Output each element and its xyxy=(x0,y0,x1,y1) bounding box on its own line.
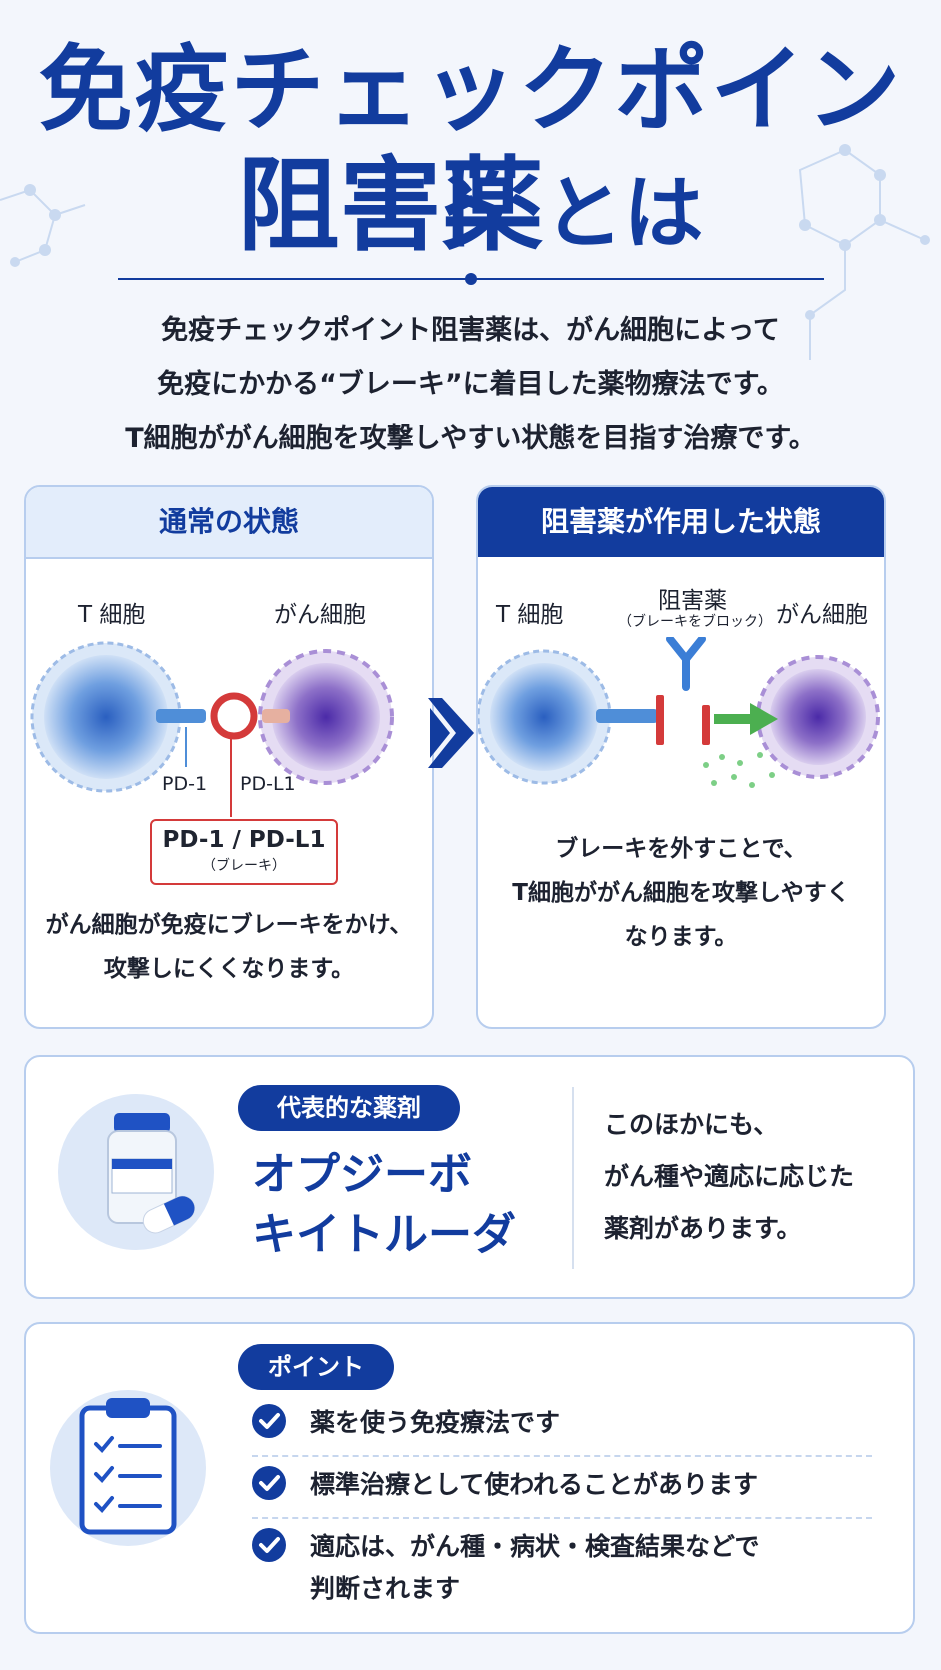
brake-connection xyxy=(210,692,258,740)
intro-line: 免疫チェックポイント阻害薬は、がん細胞によって xyxy=(161,315,780,346)
other-drugs-note: このほかにも、 がん種や適応に応じた 薬剤があります。 xyxy=(604,1099,854,1255)
note-line: このほかにも、 xyxy=(604,1110,779,1139)
page-title-main: 阻害薬 xyxy=(237,146,544,266)
page-title-line1: 免疫チェックポイント xyxy=(38,35,903,265)
note-line: がん種や適応に応じた xyxy=(604,1162,855,1191)
card-divider xyxy=(572,1087,574,1269)
molecule-decoration xyxy=(0,144,930,360)
clipboard-icon xyxy=(50,1390,206,1546)
pd1-receptor xyxy=(156,709,206,723)
blocked-pdl1 xyxy=(702,705,710,745)
drug-name-opdivo: オプジーボ xyxy=(252,1149,472,1200)
inhibitor-label: 阻害薬 xyxy=(658,588,727,614)
antibody-icon xyxy=(666,637,706,691)
cancer-cell-icon xyxy=(258,649,394,785)
point-item: 適応は、がん種・病状・検査結果などで判断されます xyxy=(252,1526,872,1616)
page-title-line2: 阻害薬とは xyxy=(0,146,941,273)
attack-arrow-icon xyxy=(750,703,778,735)
check-circle-icon xyxy=(252,1404,286,1438)
inhibitor-sublabel: （ブレーキをブロック） xyxy=(618,614,772,630)
check-circle-icon xyxy=(252,1466,286,1500)
pdl1-label: PD-L1 xyxy=(240,773,296,795)
pd1-label: PD-1 xyxy=(162,773,208,795)
cancer-cell-label: がん細胞 xyxy=(776,602,868,628)
t-cell-label: T 細胞 xyxy=(78,602,146,628)
cancer-cell-label: がん細胞 xyxy=(274,602,366,628)
transition-arrow-icon xyxy=(428,698,474,768)
pdl1-ligand xyxy=(262,709,290,723)
drug-name-keytruda: キイトルーダ xyxy=(252,1209,516,1260)
description-line: なります。 xyxy=(624,924,738,950)
description-line: ブレーキを外すことで、 xyxy=(555,836,807,862)
blocked-pd1 xyxy=(656,695,664,745)
intro-line: T細胞ががん細胞を攻撃しやすい状態を目指す治療です。 xyxy=(125,423,816,454)
point-item: 薬を使う免疫療法です xyxy=(252,1402,872,1444)
page-title-suffix: とは xyxy=(543,166,704,260)
point-item: 標準治療として使われることがあります xyxy=(252,1464,872,1506)
normal-state-description: がん細胞が免疫にブレーキをかけ、 攻撃しにくくなります。 xyxy=(26,903,432,991)
normal-state-header: 通常の状態 xyxy=(26,487,432,559)
brake-subtitle: （ブレーキ） xyxy=(202,858,286,874)
point-separator xyxy=(252,1517,872,1519)
description-line: T細胞ががん細胞を攻撃しやすく xyxy=(512,880,850,906)
inhibited-state-description: ブレーキを外すことで、 T細胞ががん細胞を攻撃しやすく なります。 xyxy=(478,827,884,959)
description-line: 攻撃しにくくなります。 xyxy=(103,956,355,982)
brake-title: PD-1 / PD-L1 xyxy=(162,827,326,853)
description-line: がん細胞が免疫にブレーキをかけ、 xyxy=(45,912,413,938)
cancer-cell-icon xyxy=(756,655,880,779)
normal-state-illustration xyxy=(30,641,394,817)
point-text: 適応は、がん種・病状・検査結果などで判断されます xyxy=(310,1526,760,1610)
point-separator xyxy=(252,1455,872,1457)
medicine-bottle-icon xyxy=(58,1094,214,1250)
intro-text: 免疫チェックポイント阻害薬は、がん細胞によって 免疫にかかる“ブレーキ”に着目し… xyxy=(0,304,941,466)
inhibited-state-illustration xyxy=(478,637,880,788)
inhibited-state-header: 阻害薬が作用した状態 xyxy=(478,487,884,557)
t-cell-label: T 細胞 xyxy=(496,602,564,628)
intro-line: 免疫にかかる“ブレーキ”に着目した薬物療法です。 xyxy=(157,369,784,400)
point-text: 標準治療として使われることがあります xyxy=(310,1470,759,1499)
points-badge: ポイント xyxy=(238,1344,394,1390)
point-text-line: 判断されます xyxy=(310,1574,461,1603)
t-cell-icon xyxy=(478,649,612,785)
representative-drugs-badge: 代表的な薬剤 xyxy=(238,1085,460,1131)
representative-drugs-card: 代表的な薬剤 オプジーボ キイトルーダ このほかにも、 がん種や適応に応じた 薬… xyxy=(24,1055,915,1299)
check-circle-icon xyxy=(252,1528,286,1562)
title-divider xyxy=(118,273,824,285)
note-line: 薬剤があります。 xyxy=(604,1214,802,1243)
points-card: ポイント 薬を使う免疫療法です 標準治療として使われることがあります 適応は、が… xyxy=(24,1322,915,1634)
brake-label-box: PD-1 / PD-L1 （ブレーキ） xyxy=(150,819,338,885)
point-text: 薬を使う免疫療法です xyxy=(310,1408,561,1437)
point-text-line: 適応は、がん種・病状・検査結果などで xyxy=(310,1532,760,1561)
normal-state-panel: 通常の状態 T 細胞 がん細胞 PD-1 PD-L1 PD-1 / PD-L1 … xyxy=(24,485,434,1029)
inhibited-state-panel: 阻害薬が作用した状態 T 細胞 阻害薬 （ブレーキをブロック） がん細胞 ブレー… xyxy=(476,485,886,1029)
